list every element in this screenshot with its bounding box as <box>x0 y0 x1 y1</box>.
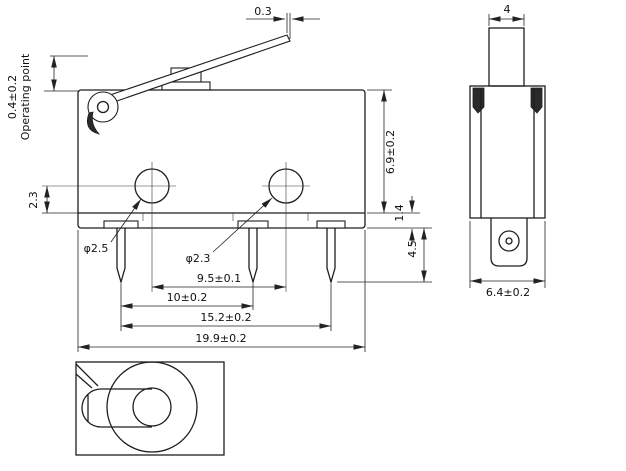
dim-hole-spacing: 9.5±0.1 <box>197 272 241 285</box>
dim-hole-right-dia: φ2.3 <box>186 252 211 265</box>
dim-pin-length: 4.5 <box>406 240 419 258</box>
terminal-pins <box>116 228 336 285</box>
side-terminal-hole <box>498 230 520 252</box>
dim-body-width-group: 19.9±0.2 <box>77 230 366 352</box>
dim-button-width-group: 4 <box>488 3 525 26</box>
front-dimensions: 0.3 0.4±0.2 Operating point 2.3 φ2.5 φ2.… <box>6 5 432 352</box>
lever-hook <box>86 111 101 135</box>
dim-hole-to-base: 2.3 <box>27 191 40 209</box>
side-terminal-tab <box>490 218 528 267</box>
centre-lines <box>42 162 310 292</box>
lever-bottom-profile <box>81 388 152 428</box>
dim-button-width: 4 <box>504 3 511 16</box>
dim-operating-point-group: 0.4±0.2 Operating point <box>6 53 88 140</box>
hook-edge-1 <box>75 363 99 387</box>
dim-pin-pitch-inner-group: 10±0.2 <box>120 284 254 331</box>
dim-pin-pitch-inner: 10±0.2 <box>167 291 208 304</box>
bottom-view <box>75 361 225 456</box>
clip-left <box>472 87 485 114</box>
side-body <box>469 85 546 219</box>
front-view <box>42 34 366 292</box>
side-button <box>488 27 525 87</box>
dim-lever-thickness: 0.3 <box>254 5 272 18</box>
dim-hole-to-base-group: 2.3 <box>27 186 80 214</box>
dim-body-depth-group: 6.4±0.2 <box>469 221 546 299</box>
roller-inner <box>132 387 172 427</box>
dim-operating-travel: 0.4±0.2 <box>6 75 19 119</box>
operating-point-label: Operating point <box>19 53 32 140</box>
hook-edge-2 <box>75 373 93 389</box>
dim-pin-pitch-outer-group: 15.2±0.2 <box>121 284 332 331</box>
dim-body-width: 19.9±0.2 <box>195 332 246 345</box>
dim-base-thickness: 1.4 <box>393 204 406 222</box>
bottom-body <box>75 361 225 456</box>
lever-arm <box>86 34 291 135</box>
leader-hole-left <box>110 198 142 243</box>
dim-hole-spacing-group: 9.5±0.1 <box>152 272 286 290</box>
terminal-plates <box>103 220 346 229</box>
lever-pivot <box>87 91 119 123</box>
dim-body-height-group: 6.9±0.2 <box>367 89 420 214</box>
dim-lever-thickness-group: 0.3 <box>246 5 320 39</box>
dim-body-depth: 6.4±0.2 <box>486 286 530 299</box>
dim-hole-left-dia: φ2.5 <box>84 242 109 255</box>
leader-hole-right <box>212 197 273 253</box>
dim-pin-pitch-outer: 15.2±0.2 <box>200 311 251 324</box>
switch-body <box>77 89 366 229</box>
side-view: 4 6.4±0.2 <box>469 3 546 299</box>
dim-pin-length-group: 4.5 <box>337 228 432 283</box>
clip-right <box>530 87 543 114</box>
dim-base-thickness-group: 1.4 <box>367 196 432 245</box>
dim-body-height: 6.9±0.2 <box>384 130 397 174</box>
roller-outer <box>106 361 198 453</box>
